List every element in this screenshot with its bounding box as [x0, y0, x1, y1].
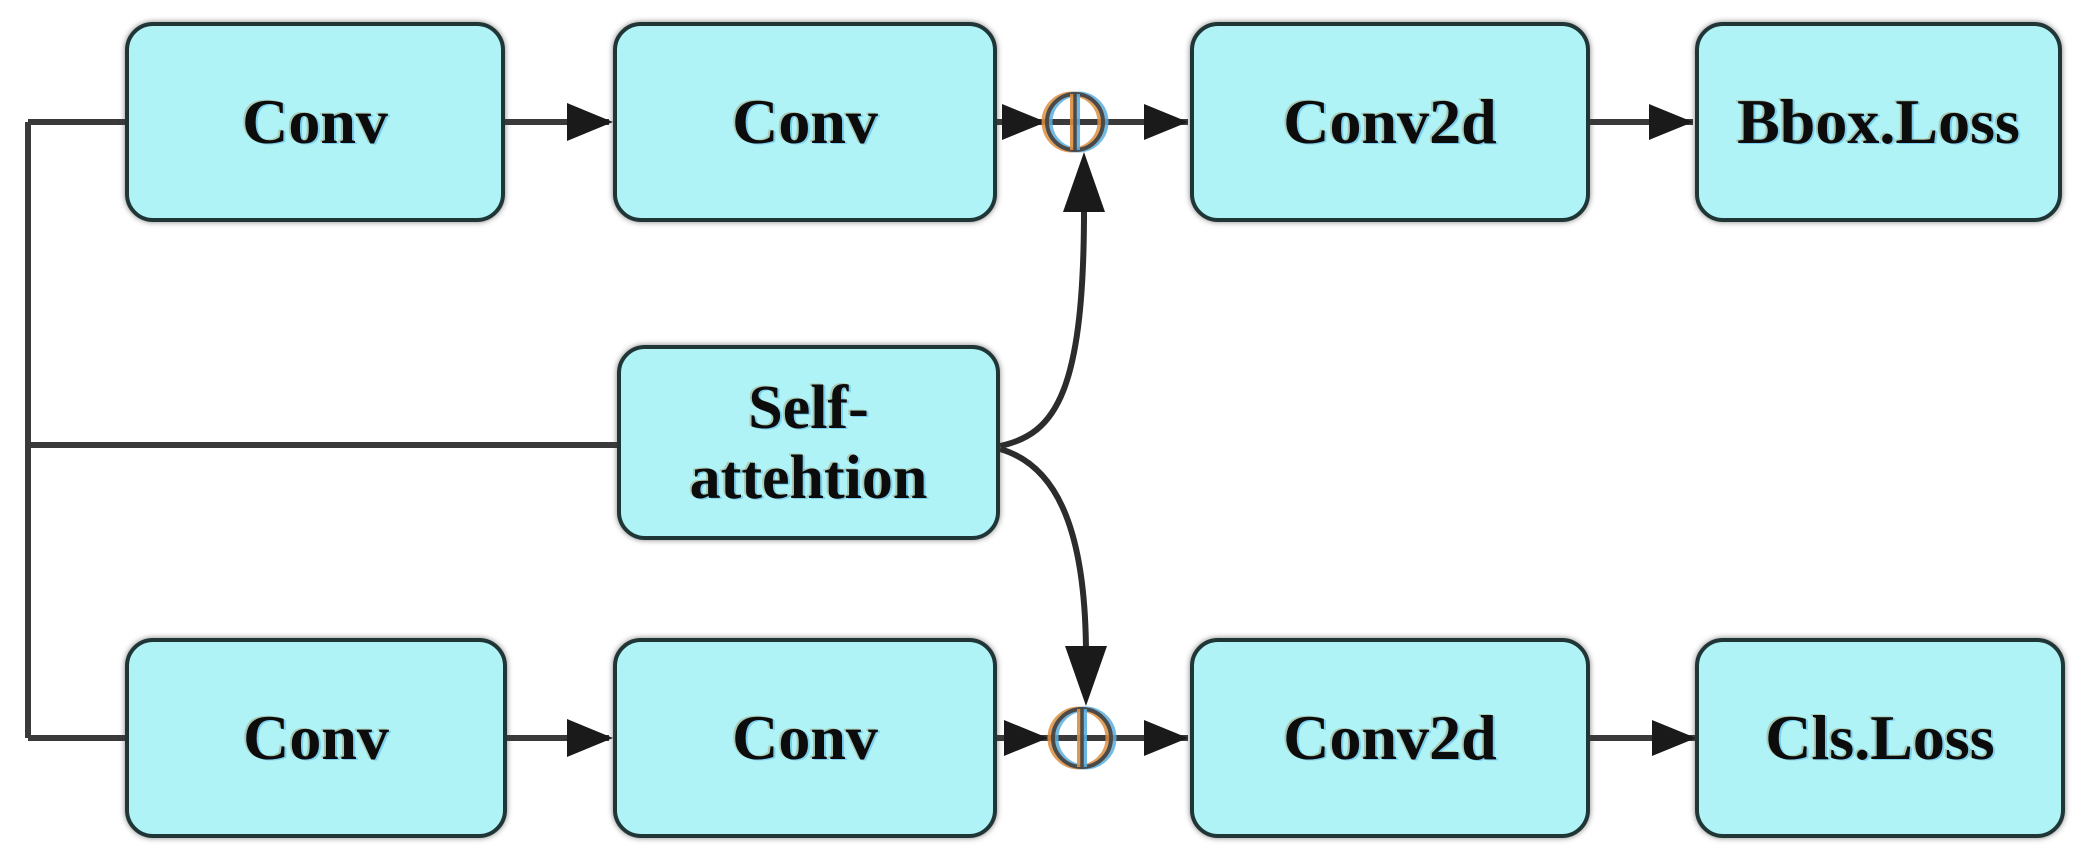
node-label: Conv2d — [1283, 702, 1497, 773]
node-conv-top-1: Conv — [125, 22, 505, 222]
add-operator-icon — [1041, 91, 1109, 153]
arrowhead-into-conv2db — [1144, 720, 1188, 756]
node-label: Cls.Loss — [1765, 702, 1995, 773]
node-conv-top-2: Conv — [613, 22, 997, 222]
node-label: Bbox.Loss — [1737, 86, 2020, 157]
arrowhead-into-bboxloss — [1649, 104, 1693, 140]
node-label-line1: Self- — [748, 373, 869, 442]
node-label: Conv — [732, 702, 878, 773]
node-conv-bottom-1: Conv — [125, 638, 507, 838]
attention-curves — [999, 199, 1089, 657]
node-label: Conv — [243, 702, 389, 773]
arrowhead-into-add-bottom — [1004, 720, 1048, 756]
node-conv2d-top: Conv2d — [1190, 22, 1590, 222]
node-conv2d-bottom: Conv2d — [1190, 638, 1590, 838]
curve-selfatt-to-add-top — [999, 199, 1088, 449]
node-label: Conv2d — [1283, 86, 1497, 157]
node-label: Conv — [732, 86, 878, 157]
node-label: Conv — [242, 86, 388, 157]
node-label-line2: attehtion — [689, 443, 928, 512]
add-operator-icon — [1047, 706, 1117, 770]
arrowhead-into-clsloss — [1652, 720, 1696, 756]
node-self-attention: Self- attehtion — [617, 345, 1000, 540]
node-conv-bottom-2: Conv — [613, 638, 997, 838]
node-cls-loss: Cls.Loss — [1695, 638, 2065, 838]
arrowhead-down-into-add-bottom — [1065, 646, 1107, 706]
arrowheads — [567, 103, 1696, 757]
arrowhead-up-into-add-top — [1063, 152, 1105, 212]
curve-selfatt-to-add-bottom — [999, 446, 1089, 657]
arrowhead-into-convb2 — [567, 719, 613, 757]
arrowhead-into-conv2dt — [1144, 104, 1188, 140]
arrowhead-into-convt2 — [567, 103, 613, 141]
input-trunk — [25, 119, 617, 741]
arrowhead-into-add-top — [1002, 104, 1046, 140]
node-bbox-loss: Bbox.Loss — [1695, 22, 2062, 222]
